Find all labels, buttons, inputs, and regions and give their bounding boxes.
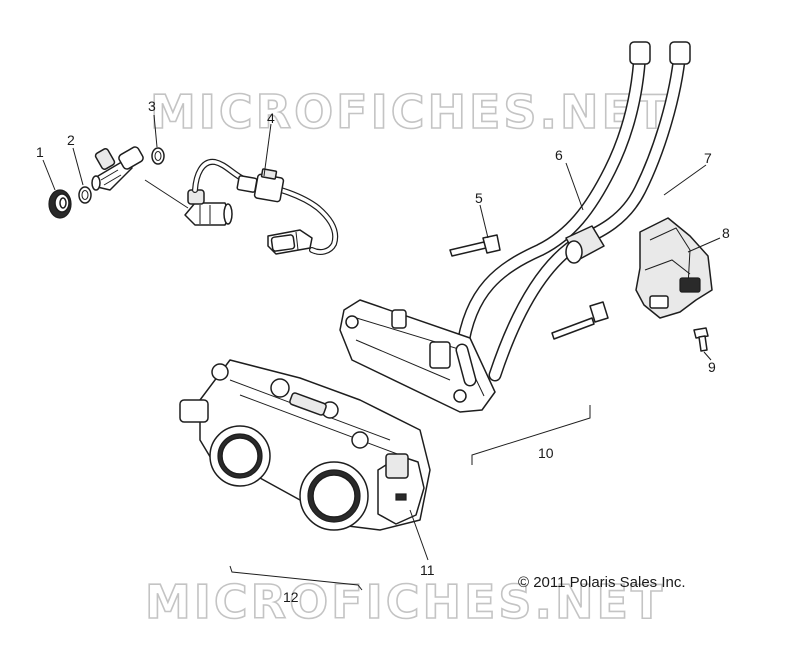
callout-3: 3 <box>148 98 156 114</box>
callout-9: 9 <box>708 359 716 375</box>
copyright-notice: © 2011 Polaris Sales Inc. <box>518 574 686 591</box>
callout-10: 10 <box>538 445 554 461</box>
fuel-rail-bolt[interactable] <box>551 301 609 340</box>
part-9-bolt[interactable] <box>693 327 709 352</box>
callout-1: 1 <box>36 144 44 160</box>
part-8-pressure-regulator[interactable] <box>635 217 713 319</box>
watermark-bottom: MICROFICHES.NET <box>145 575 665 629</box>
fuel-injector-lower[interactable] <box>144 179 233 226</box>
part-2-o-ring[interactable] <box>78 186 92 204</box>
part-6-fuel-hose[interactable] <box>455 41 651 357</box>
callout-5: 5 <box>475 190 483 206</box>
part-7-fuel-hose[interactable] <box>488 41 691 382</box>
callout-8: 8 <box>722 225 730 241</box>
callout-4: 4 <box>267 110 275 126</box>
fuel-injector-upper[interactable] <box>91 146 145 191</box>
part-1-seal[interactable] <box>48 189 72 219</box>
part-10-fuel-rail[interactable] <box>339 299 496 413</box>
callout-6: 6 <box>555 147 563 163</box>
part-4-wire-harness[interactable] <box>192 158 339 255</box>
callout-7: 7 <box>704 150 712 166</box>
part-5-bolt[interactable] <box>449 234 501 257</box>
callout-11: 11 <box>420 562 435 578</box>
part-3-o-ring[interactable] <box>151 147 165 165</box>
throttle-body-assembly[interactable] <box>179 359 431 531</box>
callout-12: 12 <box>283 589 299 605</box>
part-11-throttle-position-sensor[interactable] <box>377 453 425 525</box>
watermark-top: MICROFICHES.NET <box>150 85 670 139</box>
callout-2: 2 <box>67 132 75 148</box>
